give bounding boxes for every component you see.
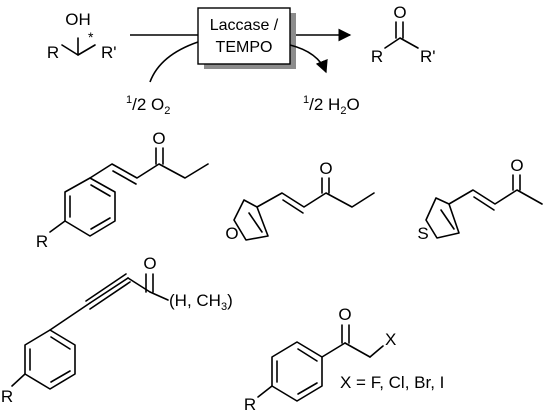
oxidant-label: 1/2 O2 xyxy=(126,94,170,117)
substrate-aryl-enone: O R xyxy=(36,129,209,251)
ynone-end-group-subscript: 3 xyxy=(221,301,227,313)
catalyst-line-2: TEMPO xyxy=(216,39,273,56)
ynone-end-group: (H, CH3) xyxy=(169,291,233,313)
furan-oxygen-label: O xyxy=(225,224,238,243)
byproduct-label: 1/2 H2O xyxy=(303,94,360,117)
product-r-prime-label: R' xyxy=(420,47,436,66)
oxidant-curve xyxy=(149,41,199,83)
byproduct-curved-arrow xyxy=(289,44,328,74)
haloketone-halogen-label: X xyxy=(385,330,396,349)
aryl-enone-oxygen-label: O xyxy=(152,129,165,148)
halogen-definition: X = F, Cl, Br, I xyxy=(340,373,444,392)
substrate-secondary-alcohol: OH * R R' xyxy=(47,10,117,62)
stereocenter-mark: * xyxy=(88,29,94,45)
byproduct-prefix: 1 xyxy=(303,94,309,106)
byproduct-text: /2 H xyxy=(309,95,340,114)
svg-text:1/2 O2: 1/2 O2 xyxy=(126,94,170,117)
ynone-r-label: R xyxy=(1,387,13,406)
substrate-furyl-enone: O O xyxy=(225,159,375,243)
ynone-oxygen-label: O xyxy=(143,254,156,273)
ynone-end-group-close: ) xyxy=(227,291,233,310)
catalyst-box: Laccase / TEMPO xyxy=(197,7,296,69)
oxidant-prefix: 1 xyxy=(126,94,132,106)
svg-text:1/2 H2O: 1/2 H2O xyxy=(303,94,360,117)
oxidant-text: /2 O xyxy=(132,95,164,114)
furyl-enone-oxygen-label: O xyxy=(319,159,332,178)
thienyl-enone-oxygen-label: O xyxy=(510,156,523,175)
byproduct-subscript: 2 xyxy=(340,105,346,117)
hydroxyl-label: OH xyxy=(65,10,91,29)
substrate-r-prime-label: R' xyxy=(101,43,117,62)
product-ketone: O R R' xyxy=(371,3,436,66)
substrate-aryl-ynone: O (H, CH3) R xyxy=(1,254,233,406)
substrate-thienyl-enone: O S xyxy=(417,156,543,243)
haloketone-oxygen-label: O xyxy=(338,305,351,324)
haloketone-r-label: R xyxy=(244,395,256,414)
catalyst-box-frame xyxy=(197,7,291,65)
oxidant-subscript: 2 xyxy=(164,105,170,117)
aryl-enone-r-label: R xyxy=(36,232,48,251)
product-r-label: R xyxy=(371,47,383,66)
thiophene-sulfur-label: S xyxy=(417,224,428,243)
substrate-alpha-haloketone: O X R X = F, Cl, Br, I xyxy=(244,305,445,414)
byproduct-tail: O xyxy=(346,95,359,114)
ynone-end-group-open: (H, CH xyxy=(169,291,221,310)
product-oxygen-label: O xyxy=(393,3,406,22)
catalyst-line-1: Laccase / xyxy=(210,17,279,34)
substrate-r-label: R xyxy=(47,43,59,62)
